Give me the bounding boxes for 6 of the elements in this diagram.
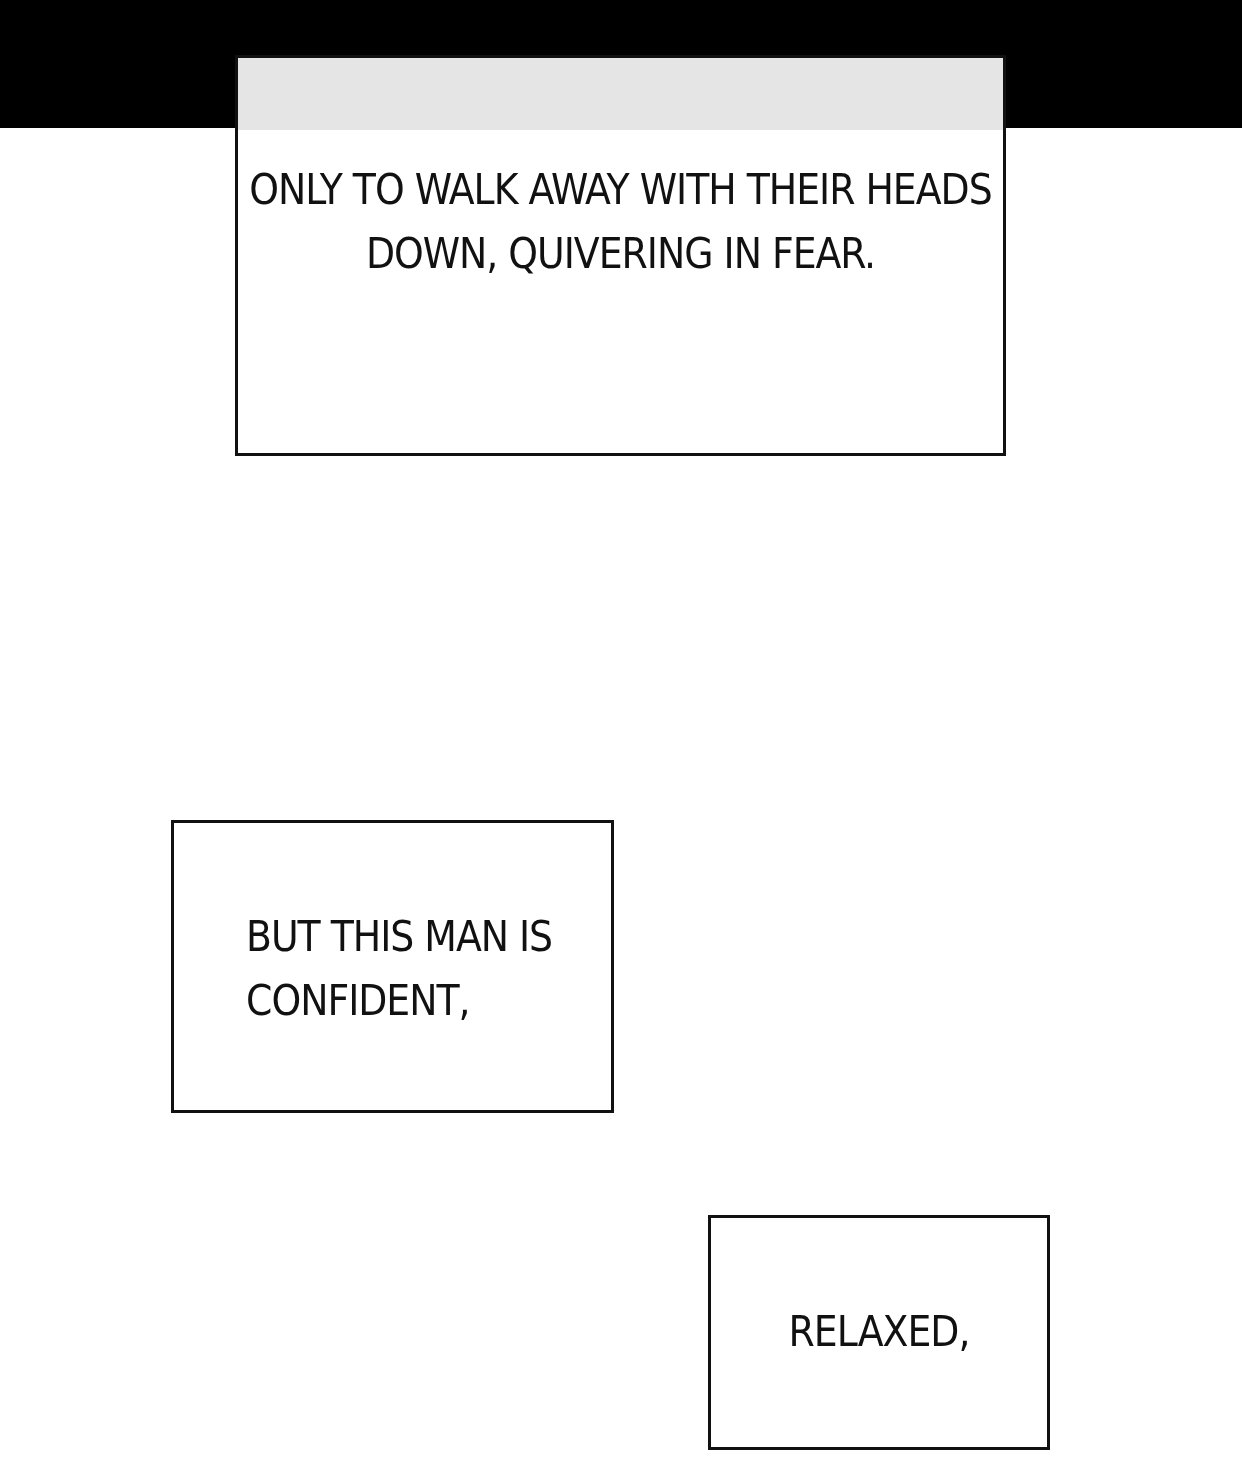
- caption-text: ONLY TO WALK AWAY WITH THEIR HEADS DOWN, QUIVERING IN FEAR.: [248, 164, 993, 280]
- caption-box: [708, 1215, 1050, 1450]
- caption-text: RELAXED,: [787, 1306, 971, 1358]
- caption-box: [235, 55, 1006, 456]
- caption-box: [171, 820, 614, 1113]
- caption-text: BUT THIS MAN IS CONFIDENT,: [246, 911, 554, 1027]
